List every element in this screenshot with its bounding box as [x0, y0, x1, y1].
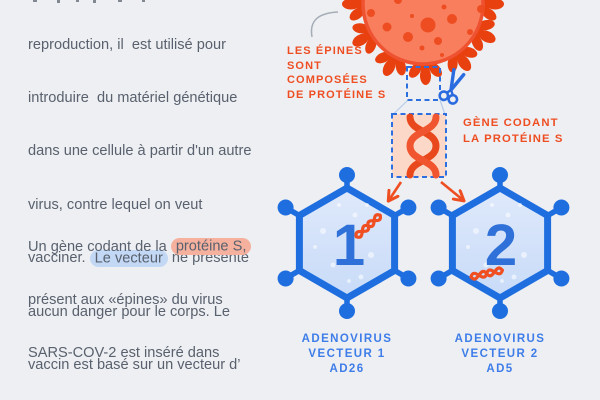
text-line: virus, contre lequel on veut — [28, 196, 203, 213]
label-line: AD26 — [329, 363, 365, 376]
vector2-label: ADENOVIRUS VECTEUR 2 AD5 — [420, 332, 580, 378]
label-line: ADENOVIRUS — [454, 333, 546, 345]
text-line: aucun danger pour le corps. Le — [28, 303, 231, 320]
highlight-le-vecteur: Le vecteur — [89, 249, 168, 267]
coronavirus-icon — [342, 0, 504, 86]
clipped-text-fragment — [142, 0, 145, 2]
text-line: vacciner. Le vecteur ne présente — [28, 249, 253, 268]
label-line: DE PROTÉINE S — [287, 88, 387, 101]
text-run: vacciner. — [28, 250, 90, 267]
text-line: vaccin est basé sur un vecteur d’ — [28, 356, 241, 373]
label-line: GÈNE CODANT — [463, 117, 559, 129]
highlight-proteine-s: protéine S, — [170, 238, 252, 256]
label-line: COMPOSÉES — [287, 74, 368, 87]
vector1-label: ADENOVIRUS VECTEUR 1 AD26 — [267, 332, 427, 378]
arrow-to-vector1 — [389, 181, 403, 200]
vector1-number: 1 — [333, 213, 365, 278]
label-line: ADENOVIRUS — [301, 333, 393, 345]
spike-dashed-box — [406, 66, 441, 101]
clipped-text-fragment — [76, 0, 79, 2]
label-line: VECTEUR 2 — [461, 348, 539, 361]
clipped-text-fragment — [118, 0, 122, 2]
virus-spots — [367, 0, 485, 57]
paragraph-vector-explanation: reproduction, il est utilisé pour introd… — [28, 1, 253, 400]
gene-callout-label: GÈNE CODANT LA PROTÉINE S — [463, 116, 583, 147]
spike-callout-label: LES ÉPINES SONT COMPOSÉES DE PROTÉINE S — [287, 44, 407, 102]
text-line: chaque vecteur. Les «épines» — [28, 399, 251, 400]
text-line: Un gène codant de la protéine S, — [28, 238, 252, 257]
label-line: VECTEUR 1 — [308, 348, 386, 361]
text-line: présent aux «épines» du virus — [28, 291, 223, 308]
label-line: LA PROTÉINE S — [463, 132, 564, 145]
clipped-text-fragment — [57, 0, 60, 3]
paragraph-protein-s-explanation: Un gène codant de la protéine S, présent… — [28, 203, 252, 400]
zoom-connector-lines — [392, 99, 446, 115]
clipped-text-fragment — [33, 0, 37, 2]
callout-connector-line — [310, 11, 339, 38]
text-line: SARS-COV-2 est inséré dans — [28, 345, 220, 362]
label-line: AD5 — [486, 363, 514, 376]
text-line: introduire du matériel génétique — [28, 89, 238, 106]
text-line: reproduction, il est utilisé pour — [28, 36, 226, 53]
scissors-icon — [438, 67, 466, 105]
clipped-text-fragment — [93, 0, 96, 3]
label-line: SONT — [287, 59, 322, 72]
label-line: LES ÉPINES — [287, 45, 363, 57]
dna-helix-icon — [406, 113, 440, 179]
text-line: dans une cellule à partir d'un autre — [28, 143, 252, 160]
text-run: Un gène codant de la — [28, 238, 171, 255]
arrow-to-vector2 — [440, 180, 463, 200]
